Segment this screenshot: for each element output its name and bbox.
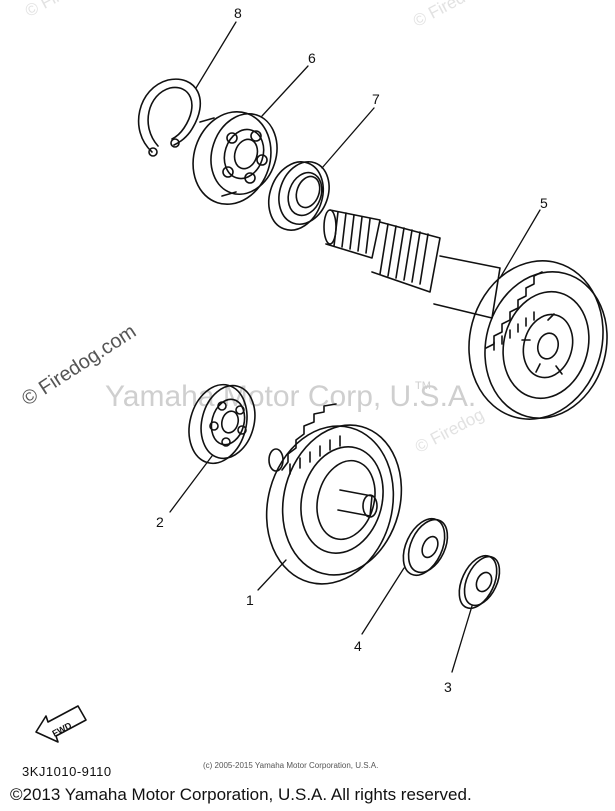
yamaha-watermark: Yamaha Motor Corp, U.S.A.: [105, 380, 477, 413]
bearing-part-6: [192, 110, 278, 206]
callout-8: 8: [234, 5, 242, 21]
washer-part-3: [458, 554, 501, 610]
leader-4: [361, 567, 405, 635]
callout-5: 5: [540, 195, 548, 211]
callout-6: 6: [308, 50, 316, 66]
gear-part-1: [265, 403, 403, 585]
leader-8: [195, 21, 237, 89]
footer-copyright: ©2013 Yamaha Motor Corporation, U.S.A. A…: [10, 785, 472, 804]
shaft-gear-part-5: [323, 209, 608, 420]
callout-3: 3: [444, 679, 452, 695]
callout-7: 7: [372, 91, 380, 107]
leader-6: [261, 65, 309, 117]
trademark-mark: TM: [415, 380, 431, 392]
bearing-part-2: [188, 383, 256, 465]
callout-4: 4: [354, 638, 362, 654]
leader-5: [499, 209, 541, 279]
fwd-arrow-icon: [35, 705, 87, 743]
leader-7: [321, 107, 375, 169]
oil-seal-part-7: [267, 161, 330, 231]
circlip-part-8: [137, 78, 202, 157]
leader-1: [257, 559, 287, 591]
leader-2: [169, 455, 213, 513]
washer-part-4: [402, 517, 449, 577]
leader-3: [451, 605, 473, 673]
part-code: 3KJ1010-9110: [22, 764, 112, 779]
leader-lines: [169, 21, 541, 673]
small-copyright: (c) 2005-2015 Yamaha Motor Corporation, …: [203, 761, 379, 770]
callout-2: 2: [156, 514, 164, 530]
callout-1: 1: [246, 592, 254, 608]
